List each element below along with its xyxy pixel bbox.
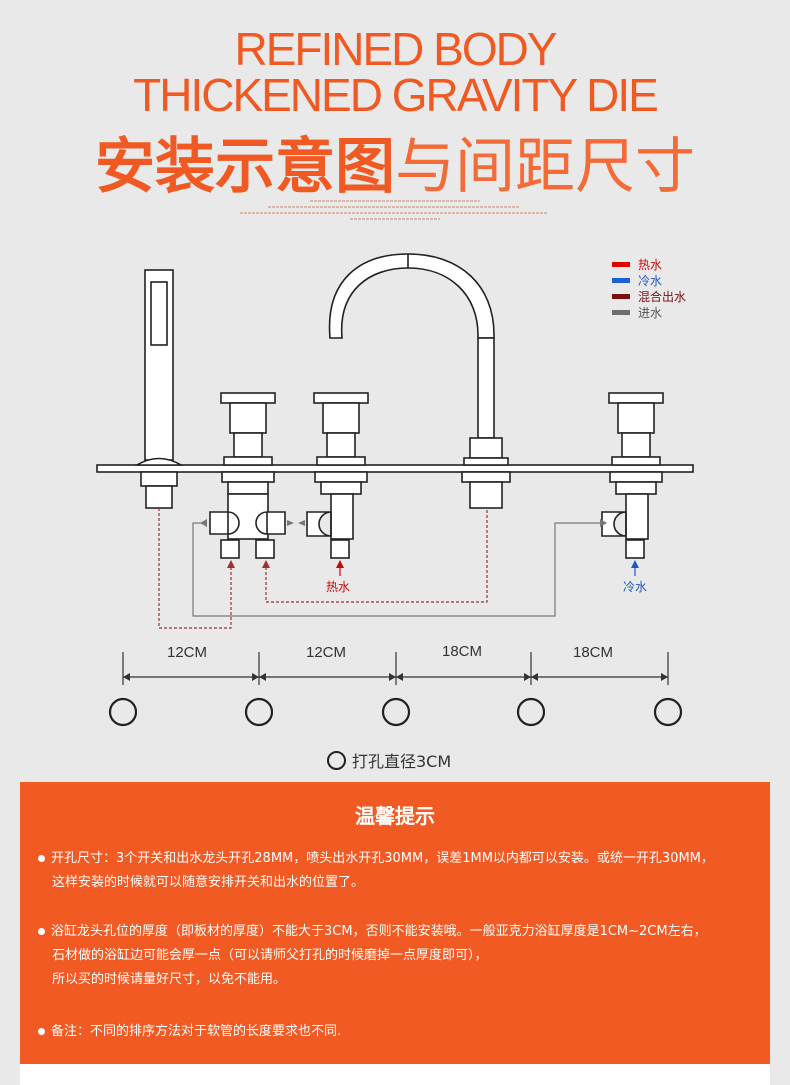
legend-item-cold: 冷水	[612, 272, 686, 288]
tip-paragraph-2: 浴缸龙头孔位的厚度（即板材的厚度）不能大于3CM，否则不能安装哦。一般亚克力浴缸…	[38, 920, 758, 992]
bullet-icon	[38, 928, 45, 935]
title-line-2: THICKENED GRAVITY DIE	[133, 69, 659, 121]
hole-circle	[108, 697, 138, 727]
hole-note-text: 打孔直径3CM	[352, 752, 452, 771]
legend-item-inlet: 进水	[612, 304, 686, 320]
title-bold-part: 安装示意图	[95, 133, 395, 200]
legend: 热水 冷水 混合出水 进水	[612, 256, 686, 320]
tip-text: 开孔尺寸：3个开关和出水龙头开孔28MM，喷头出水开孔30MM，误差1MM以内都…	[51, 851, 714, 866]
deck-plate	[96, 464, 694, 473]
hot-water-label: 热水	[326, 580, 351, 594]
arrow-icon	[262, 560, 270, 568]
dimension-label-3: 18CM	[442, 643, 483, 660]
valve-3	[601, 392, 664, 559]
bullet-icon	[38, 855, 45, 862]
spout	[328, 253, 511, 509]
title-line-1: REFINED BODY	[234, 23, 557, 75]
legend-label: 冷水	[638, 273, 663, 288]
legend-label: 混合出水	[638, 289, 687, 304]
tip-paragraph-3: 备注：不同的排序方法对于软管的长度要求也不同.	[38, 1020, 758, 1044]
arrow-icon	[336, 560, 344, 568]
dimension-label-1: 12CM	[167, 644, 208, 661]
footer-strip	[20, 1064, 770, 1085]
tip-paragraph-1: 开孔尺寸：3个开关和出水龙头开孔28MM，喷头出水开孔30MM，误差1MM以内都…	[38, 847, 758, 895]
tip-text: 所以买的时候请量好尺寸，以免不能用。	[52, 972, 287, 987]
title-light-part: 与间距尺寸	[395, 133, 695, 200]
installation-diagram	[96, 253, 694, 727]
bullet-icon	[38, 1028, 45, 1035]
hand-shower	[134, 269, 184, 509]
tips-panel	[20, 782, 770, 1064]
tips-title: 温馨提示	[355, 804, 435, 828]
legend-swatch	[612, 261, 630, 267]
title-line-3: 安装示意图与间距尺寸	[0, 118, 790, 205]
circle-icon	[327, 750, 346, 770]
hole-circle	[516, 697, 546, 727]
legend-swatch	[612, 277, 630, 283]
inlet-hose	[192, 522, 600, 617]
dimension-label-4: 18CM	[573, 644, 614, 661]
tip-text: 备注：不同的排序方法对于软管的长度要求也不同.	[51, 1024, 342, 1039]
tip-text: 石材做的浴缸边可能会厚一点（可以请师父打孔的时候磨掉一点厚度即可），	[52, 948, 488, 963]
valve-1	[209, 392, 286, 559]
legend-swatch	[612, 293, 630, 299]
fine-print-lines	[240, 200, 548, 220]
hole-diameter-note: 打孔直径3CM	[327, 748, 451, 772]
hole-circle	[653, 697, 683, 727]
hole-circle	[244, 697, 274, 727]
dimension-label-2: 12CM	[306, 644, 347, 661]
valve-2	[306, 392, 369, 559]
arrow-icon	[600, 519, 607, 527]
arrow-icon	[227, 560, 235, 568]
legend-label: 进水	[638, 305, 663, 320]
legend-item-mixed: 混合出水	[612, 288, 686, 304]
tip-text: 这样安装的时候就可以随意安排开关和出水的位置了。	[52, 875, 365, 890]
mixed-hose-2	[265, 508, 488, 603]
legend-swatch	[612, 309, 630, 315]
tip-text: 浴缸龙头孔位的厚度（即板材的厚度）不能大于3CM，否则不能安装哦。一般亚克力浴缸…	[51, 924, 707, 939]
arrow-icon	[631, 560, 639, 568]
hole-circle	[381, 697, 411, 727]
mixed-hose	[158, 508, 232, 629]
arrow-icon	[200, 519, 207, 527]
cold-water-label: 冷水	[623, 580, 648, 594]
arrow-icon	[287, 520, 294, 526]
legend-item-hot: 热水	[612, 256, 686, 272]
arrow-icon	[298, 520, 305, 526]
legend-label: 热水	[638, 257, 663, 272]
